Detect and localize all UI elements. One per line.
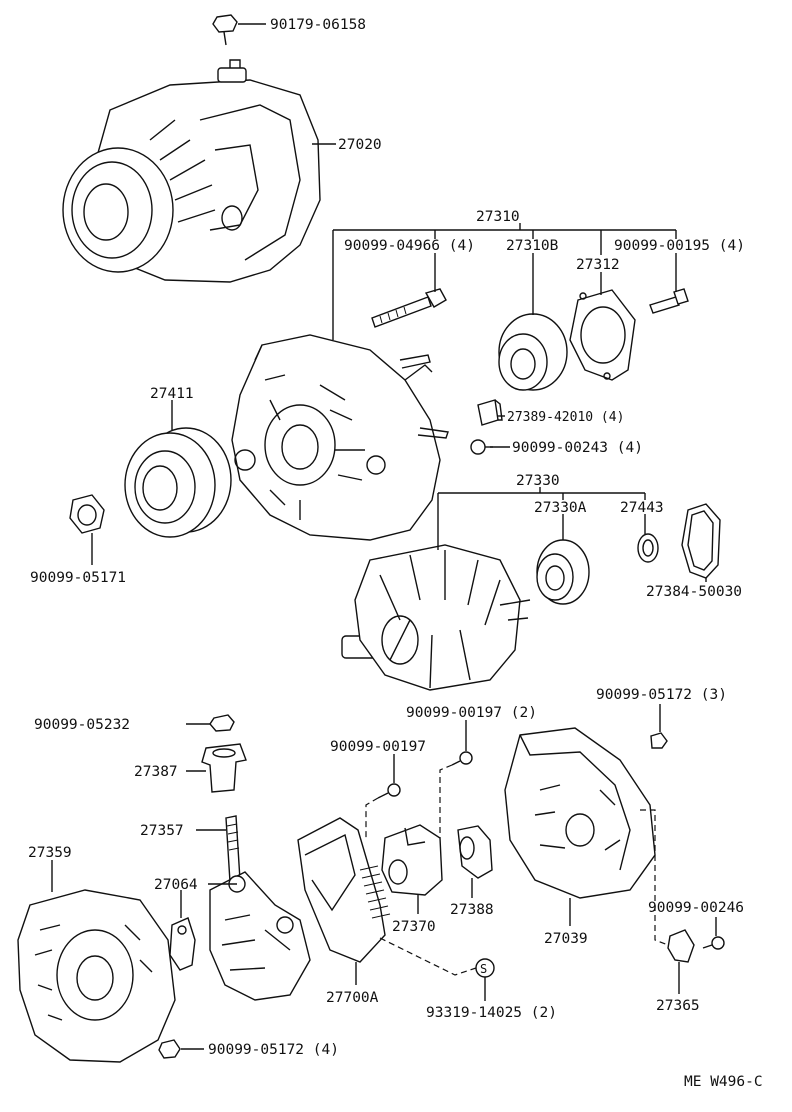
label-alt-terminal-nut: 90179-06158 bbox=[270, 17, 366, 33]
label-regulator: 27700A bbox=[326, 990, 379, 1006]
label-brush-holder-cover: 27388 bbox=[450, 902, 494, 918]
alternator-assembly-drawing bbox=[62, 59, 321, 283]
leader-lines bbox=[51, 23, 717, 1050]
terminal-cover-drawing bbox=[667, 929, 695, 963]
rotor-drawing bbox=[341, 544, 531, 691]
rear-bearing-drawing bbox=[536, 539, 590, 605]
label-cover-screw: 90099-00246 bbox=[648, 900, 744, 916]
insulator-plate-drawing bbox=[169, 917, 196, 971]
label-pulley: 27411 bbox=[150, 386, 194, 402]
drive-frame-bolt-drawing bbox=[371, 288, 447, 328]
label-drive-frame-bolt: 90099-04966 (4) bbox=[344, 238, 475, 254]
label-clip: 27389-42010 (4) bbox=[507, 410, 624, 425]
label-rectifier-end-cover: 27359 bbox=[28, 845, 72, 861]
end-frame-drawing bbox=[504, 727, 656, 899]
label-bearing-cover: 27443 bbox=[620, 500, 664, 516]
label-drive-frame-assy: 27310 bbox=[476, 209, 520, 225]
label-seal: 93319-14025 (2) bbox=[426, 1005, 557, 1021]
pulley-drawing bbox=[124, 427, 232, 538]
label-terminal-nut: 90099-05232 bbox=[34, 717, 130, 733]
front-bearing-drawing bbox=[498, 313, 568, 391]
bearing-retainer-drawing bbox=[569, 289, 636, 381]
label-clip-screw: 90099-00243 (4) bbox=[512, 440, 643, 456]
cover-screw-drawing bbox=[702, 936, 725, 950]
label-diagram-code: ME W496-C bbox=[684, 1074, 763, 1090]
part-labels: 90179-06158 27020 27310 90099-04966 (4) … bbox=[28, 17, 763, 1090]
label-retainer-screw: 90099-00195 (4) bbox=[614, 238, 745, 254]
drive-end-frame-drawing bbox=[231, 334, 449, 541]
label-terminal-cover: 27365 bbox=[656, 998, 700, 1014]
retainer-screw-drawing bbox=[649, 288, 689, 314]
regulator-drawing bbox=[297, 817, 391, 963]
brush-holder-screw-2-drawing bbox=[451, 751, 473, 766]
brush-holder-drawing bbox=[381, 824, 443, 896]
label-rotor-assy: 27330 bbox=[516, 473, 560, 489]
label-rectifier-screw: 90099-05172 (4) bbox=[208, 1042, 339, 1058]
label-rear-bearing: 27330A bbox=[534, 500, 587, 516]
end-frame-nut-drawing bbox=[650, 732, 668, 749]
bearing-cover-drawing bbox=[637, 533, 659, 563]
label-end-frame: 27039 bbox=[544, 931, 588, 947]
rectifier-holder-drawing bbox=[209, 871, 311, 1001]
bearing-cover-ring-drawing bbox=[681, 503, 721, 579]
svg-text:S: S bbox=[480, 962, 487, 976]
terminal-nut-drawing bbox=[209, 714, 235, 732]
label-brush-holder-screw: 90099-00197 bbox=[330, 739, 426, 755]
rectifier-screw-drawing bbox=[158, 1039, 181, 1059]
label-alternator-assy: 27020 bbox=[338, 137, 382, 153]
label-terminal-insulator: 27387 bbox=[134, 764, 178, 780]
pulley-nut-drawing bbox=[69, 494, 105, 534]
label-pulley-nut: 90099-05171 bbox=[30, 570, 126, 586]
label-brush-holder-screw-2: 90099-00197 (2) bbox=[406, 705, 537, 721]
terminal-bolt-drawing bbox=[225, 815, 241, 883]
brush-holder-screw-drawing bbox=[377, 783, 401, 799]
terminal-insulator-drawing bbox=[201, 743, 247, 793]
brush-holder-cover-drawing bbox=[457, 825, 493, 879]
label-terminal-bolt: 27357 bbox=[140, 823, 184, 839]
seal-drawing: S bbox=[475, 958, 495, 978]
label-insulator-plate: 27064 bbox=[154, 877, 198, 893]
label-end-frame-nut: 90099-05172 (3) bbox=[596, 687, 727, 703]
label-bearing-cover-ring: 27384-50030 bbox=[646, 584, 742, 600]
rectifier-end-cover-drawing bbox=[17, 889, 176, 1063]
clip-drawing bbox=[477, 399, 503, 426]
label-brush-holder: 27370 bbox=[392, 919, 436, 935]
clip-screw-drawing bbox=[470, 439, 493, 455]
label-front-bearing: 27310B bbox=[506, 238, 559, 254]
terminal-nut-top-drawing bbox=[212, 14, 238, 46]
label-bearing-retainer: 27312 bbox=[576, 257, 620, 273]
